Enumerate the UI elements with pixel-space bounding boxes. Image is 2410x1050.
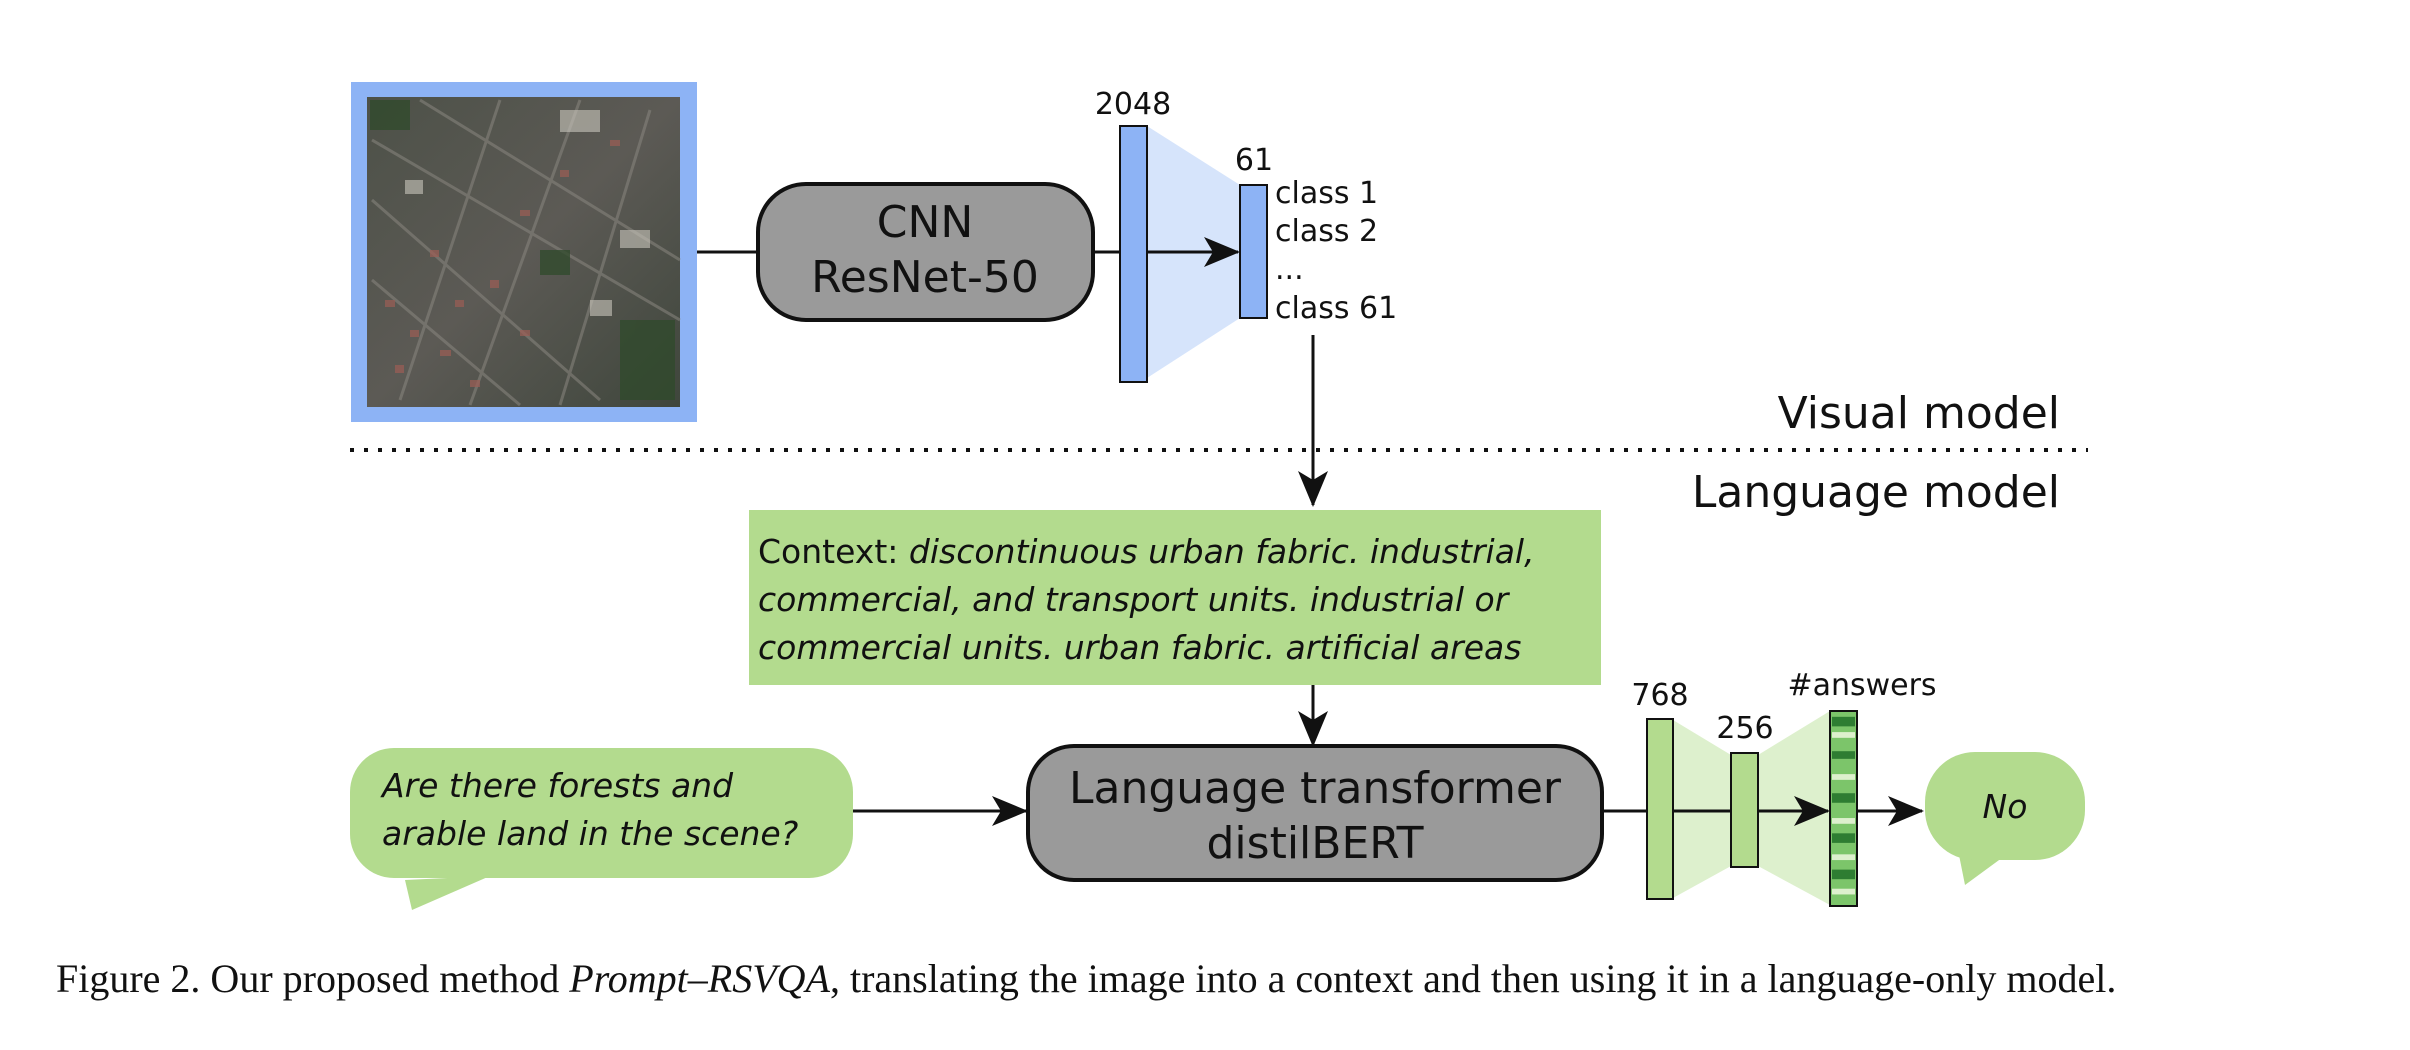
answer-stripe <box>1832 732 1855 738</box>
visual-model-label: Visual model <box>1778 388 2060 439</box>
caption-suffix: , translating the image into a context a… <box>829 956 2117 1001</box>
transformer-label: Language transformer <box>1069 763 1562 814</box>
answer-text: No <box>1983 787 2028 826</box>
language-model-label: Language model <box>1692 467 2060 518</box>
answer-stripe <box>1832 833 1855 843</box>
context-line: Context: discontinuous urban fabric. ind… <box>758 532 1535 571</box>
figure-caption: Figure 2. Our proposed method Prompt–RSV… <box>56 955 2386 1002</box>
dim-answers: #answers <box>1787 668 1936 703</box>
feature-bar-768 <box>1646 718 1674 900</box>
question-line: Are there forests and <box>380 766 734 805</box>
class-label: class 1 <box>1275 176 1378 211</box>
answer-stripe <box>1832 818 1855 824</box>
answer-bubble: No <box>1925 752 2085 885</box>
feature-bar-2048 <box>1119 125 1148 383</box>
answer-stripe <box>1832 793 1855 803</box>
dim-768: 768 <box>1631 678 1688 713</box>
cnn-block: CNN ResNet-50 <box>756 182 1095 322</box>
dim-61: 61 <box>1235 143 1273 178</box>
question-bubble: Are there forests and arable land in the… <box>350 748 853 910</box>
context-text: discontinuous urban fabric. industrial, <box>909 532 1535 571</box>
cnn-label: CNN <box>877 197 974 248</box>
answer-stripe <box>1832 869 1855 880</box>
context-box: Context: discontinuous urban fabric. ind… <box>749 510 1601 685</box>
dim-2048: 2048 <box>1095 87 1171 122</box>
answer-stripe <box>1832 716 1855 727</box>
context-line: commercial units. urban fabric. artifici… <box>758 628 1521 667</box>
dim-256: 256 <box>1716 711 1773 746</box>
transformer-block: Language transformer distilBERT <box>1026 744 1604 882</box>
cnn-model-label: ResNet-50 <box>811 252 1039 303</box>
answer-stripe <box>1832 888 1855 895</box>
answer-stripe <box>1832 854 1855 861</box>
language-fc-head: 768 256 #answers <box>1631 668 1937 907</box>
transformer-model-label: distilBERT <box>1206 818 1423 869</box>
class-list: class 1 class 2 ... class 61 <box>1275 176 1397 326</box>
context-line: commercial, and transport units. industr… <box>758 580 1511 619</box>
answers-bar <box>1829 710 1858 907</box>
answer-stripe <box>1832 751 1855 759</box>
question-line: arable land in the scene? <box>382 814 798 853</box>
context-prefix: Context: <box>758 532 909 571</box>
class-label: class 2 <box>1275 214 1378 249</box>
feature-bar-256 <box>1730 752 1759 868</box>
class-label: class 61 <box>1275 291 1397 326</box>
visual-fc-head: 2048 61 <box>1095 87 1273 383</box>
feature-bar-61 <box>1239 184 1268 319</box>
answer-stripe <box>1832 774 1855 780</box>
caption-prefix: Figure 2. Our proposed method <box>56 956 570 1001</box>
caption-method: Prompt–RSVQA <box>569 956 830 1001</box>
satellite-image <box>351 82 697 422</box>
class-label: ... <box>1275 252 1304 287</box>
